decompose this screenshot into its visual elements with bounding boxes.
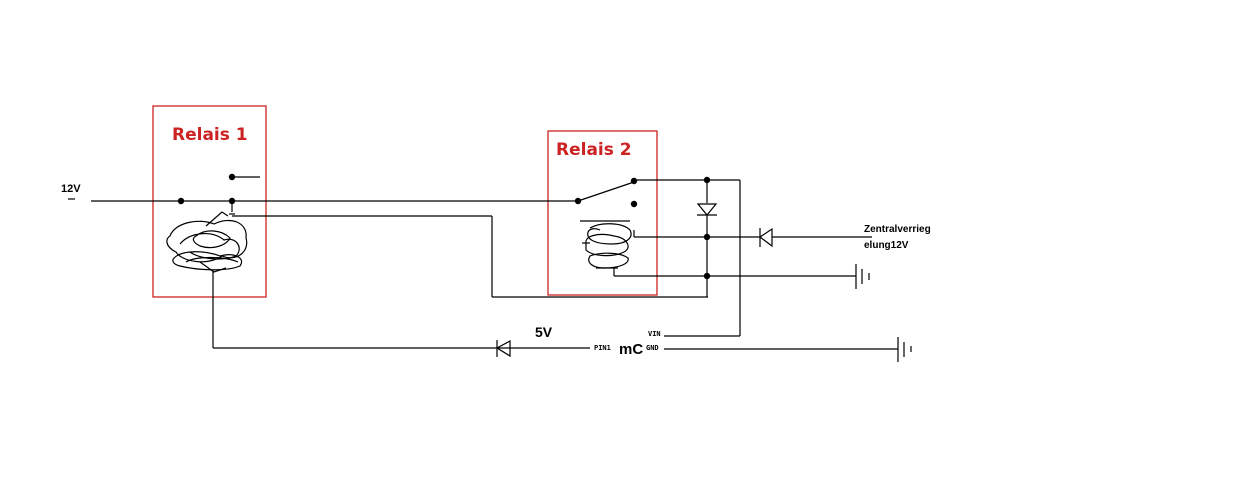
relay-1-coil — [166, 211, 248, 273]
lock-label-line2: elung12V — [864, 240, 909, 251]
flyback-diode — [696, 203, 718, 216]
relay-1-contact-a — [177, 197, 185, 205]
lock-diode — [758, 227, 773, 248]
relay-2-coil — [580, 220, 632, 269]
relay-2-contact-no — [630, 177, 638, 185]
relay-2-ground-icon — [855, 264, 870, 289]
relay-2-box — [547, 130, 658, 296]
lock-label-line1: Zentralverrieg — [864, 224, 931, 235]
relay-2-contact-nc — [630, 200, 638, 208]
mcu-gnd-label: GND — [646, 344, 659, 352]
mcu-pin1-label: PIN1 — [594, 344, 611, 352]
mcu-label: mC — [619, 341, 643, 358]
relay-2-title: Relais 2 — [556, 140, 632, 160]
supply-label: 12V — [61, 183, 81, 195]
gnd-ground-icon — [897, 337, 912, 362]
relay-2-switch-arm — [577, 181, 635, 202]
pin1-diode — [495, 339, 511, 358]
relay-1-title: Relais 1 — [172, 125, 248, 145]
mcu-vin-label: VIN — [648, 330, 661, 338]
signal-voltage-label: 5V — [535, 324, 553, 340]
